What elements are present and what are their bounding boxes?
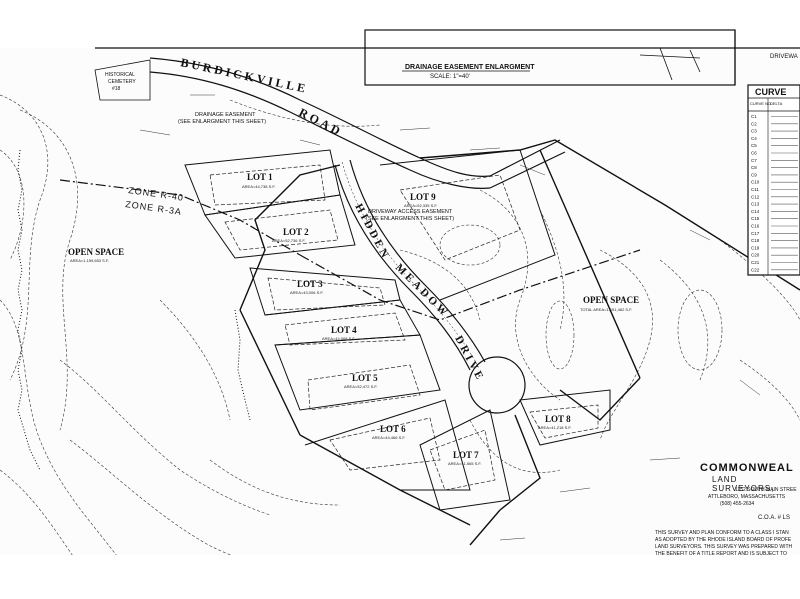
stone-wall-mid: [234, 309, 251, 421]
company-name: COMMONWEAL: [700, 462, 794, 474]
driveway-header-fragment: DRIVEWA: [770, 54, 798, 60]
cemetery-number: #18: [112, 86, 121, 92]
enlargement-scale: SCALE: 1"=40': [430, 74, 470, 80]
pond-contours: [439, 224, 723, 371]
company-address: 1152 SOUTH MAIN STREE: [735, 487, 797, 493]
stone-wall-left: [17, 149, 41, 471]
disclaimer-line-2: AS ADOPTED BY THE RHODE ISLAND BOARD OF …: [655, 537, 792, 543]
curve-row-label: C4: [751, 136, 757, 141]
enlargement-title: DRAINAGE EASEMENT ENLARGMENT: [405, 64, 535, 71]
lot-6-area: AREA=44,466 S.F.: [372, 435, 405, 440]
curve-table-title: CURVE: [755, 87, 786, 97]
company-phone: (508) 455-2634: [720, 501, 755, 507]
curve-row-label: C7: [751, 158, 757, 163]
company-coa: C.O.A. # LS: [758, 515, 791, 521]
disclaimer-line-1: THIS SURVEY AND PLAN CONFORM TO A CLASS …: [655, 530, 789, 536]
cemetery-parcel: [94, 59, 151, 101]
drainage-easement-note: DRAINAGE EASEMENT: [195, 112, 256, 118]
curve-row-label: C11: [751, 187, 759, 192]
lot-2-area: AREA=52,736 S.F.: [272, 238, 305, 243]
lot-7-label: LOT 7: [453, 450, 479, 460]
lot-5-area: AREA=52,472 S.F.: [344, 384, 377, 389]
curve-row-label: C16: [751, 224, 760, 229]
property-boundary: [239, 139, 800, 546]
curve-table-rows: C1C2C3C4C5C6C7C8C9C10C11C12C13C14C15C16C…: [751, 114, 798, 272]
lot-9-label: LOT 9: [410, 192, 436, 202]
road-name-meadow: MEADOW: [393, 262, 452, 321]
zone-line-east: [299, 249, 641, 321]
curve-row-label: C19: [751, 245, 760, 250]
curve-row-label: C17: [751, 231, 760, 236]
curve-row-label: C15: [751, 216, 760, 221]
lot-3-area: AREA=43,006 S.F.: [290, 290, 323, 295]
lot-4-area: AREA=44,008 S.F.: [322, 336, 355, 341]
lot-7-area: AREA=41,565 S.F.: [448, 461, 481, 466]
drainage-easement-see: (SEE ENLARGMENT THIS SHEET): [178, 119, 266, 125]
curve-row-label: C14: [751, 209, 760, 214]
lot-2-label: LOT 2: [283, 227, 309, 237]
curve-row-label: C2: [751, 121, 757, 126]
building-envelopes: [209, 164, 599, 491]
curve-row-label: C18: [751, 238, 760, 243]
lot-9-area: AREA=52,335 S.F.: [404, 203, 437, 208]
enlargement-detail: [639, 47, 701, 81]
curve-row-label: C1: [751, 114, 757, 119]
lot-8-label: LOT 8: [545, 414, 571, 424]
top-margin: [0, 0, 800, 48]
curve-row-label: C9: [751, 172, 757, 177]
curve-row-label: C21: [751, 260, 760, 265]
driveway-easement-see: (SEE ENLARGMENT THIS SHEET): [366, 216, 454, 222]
curve-row-label: C6: [751, 151, 757, 156]
contour-lines: [0, 94, 800, 581]
curve-row-label: C12: [751, 194, 760, 199]
cemetery-label-2: CEMETERY: [108, 79, 136, 85]
zone-label-r3a: ZONE R-3A: [125, 199, 183, 217]
open-space-right-area: TOTAL AREA=1,151,462 S.F.: [580, 307, 632, 312]
hidden-meadow-drive: [334, 159, 526, 414]
curve-row-label: C22: [751, 267, 760, 272]
curve-table: CURVE CURVE NO. DELTA C1C2C3C4C5C6C7C8C9…: [747, 84, 800, 276]
open-space-left-area: AREA=1,159,653 S.F.: [70, 258, 109, 263]
lot-6-label: LOT 6: [380, 424, 406, 434]
zone-line: [59, 179, 301, 256]
curve-table-col-delta: DELTA: [770, 101, 783, 106]
lot-1-area: AREA=44,738 S.F.: [242, 184, 275, 189]
lot-1-label: LOT 1: [247, 172, 273, 182]
curve-row-label: C3: [751, 129, 757, 134]
curve-row-label: C5: [751, 143, 757, 148]
curve-row-label: C8: [751, 165, 757, 170]
curve-table-col-no: CURVE NO.: [750, 101, 772, 106]
company-city: ATTLEBORO, MASSACHUSETTS: [708, 494, 786, 500]
open-space-left-label: OPEN SPACE: [68, 247, 124, 257]
road-name-drive: DRIVE: [452, 334, 486, 384]
company-subtitle: LAND SURVEYORS,: [712, 475, 775, 493]
lot-4-label: LOT 4: [331, 325, 357, 335]
curve-row-label: C20: [751, 253, 760, 258]
lot-5-label: LOT 5: [352, 373, 378, 383]
curve-row-label: C10: [751, 180, 760, 185]
disclaimer-line-3: LAND SURVEYORS. THIS SURVEY WAS PREPARED…: [655, 544, 793, 550]
lot-8-area: AREA=41,218 S.F.: [538, 425, 571, 430]
open-space-right-label: OPEN SPACE: [583, 295, 639, 305]
cemetery-label: HISTORICAL: [105, 72, 135, 78]
bottom-margin: [0, 555, 800, 599]
lot-lines: [184, 149, 611, 511]
curve-row-label: C13: [751, 202, 760, 207]
driveway-easement-note: DRIVEWAY ACCESS EASEMENT: [368, 209, 453, 215]
disclaimer-line-4: THE BENEFIT OF A TITLE REPORT AND IS SUB…: [655, 551, 787, 557]
road-name-burdickville: BURDICKVILLE: [179, 55, 309, 96]
lot-3-label: LOT 3: [297, 279, 323, 289]
drive-centerline: [341, 161, 479, 367]
